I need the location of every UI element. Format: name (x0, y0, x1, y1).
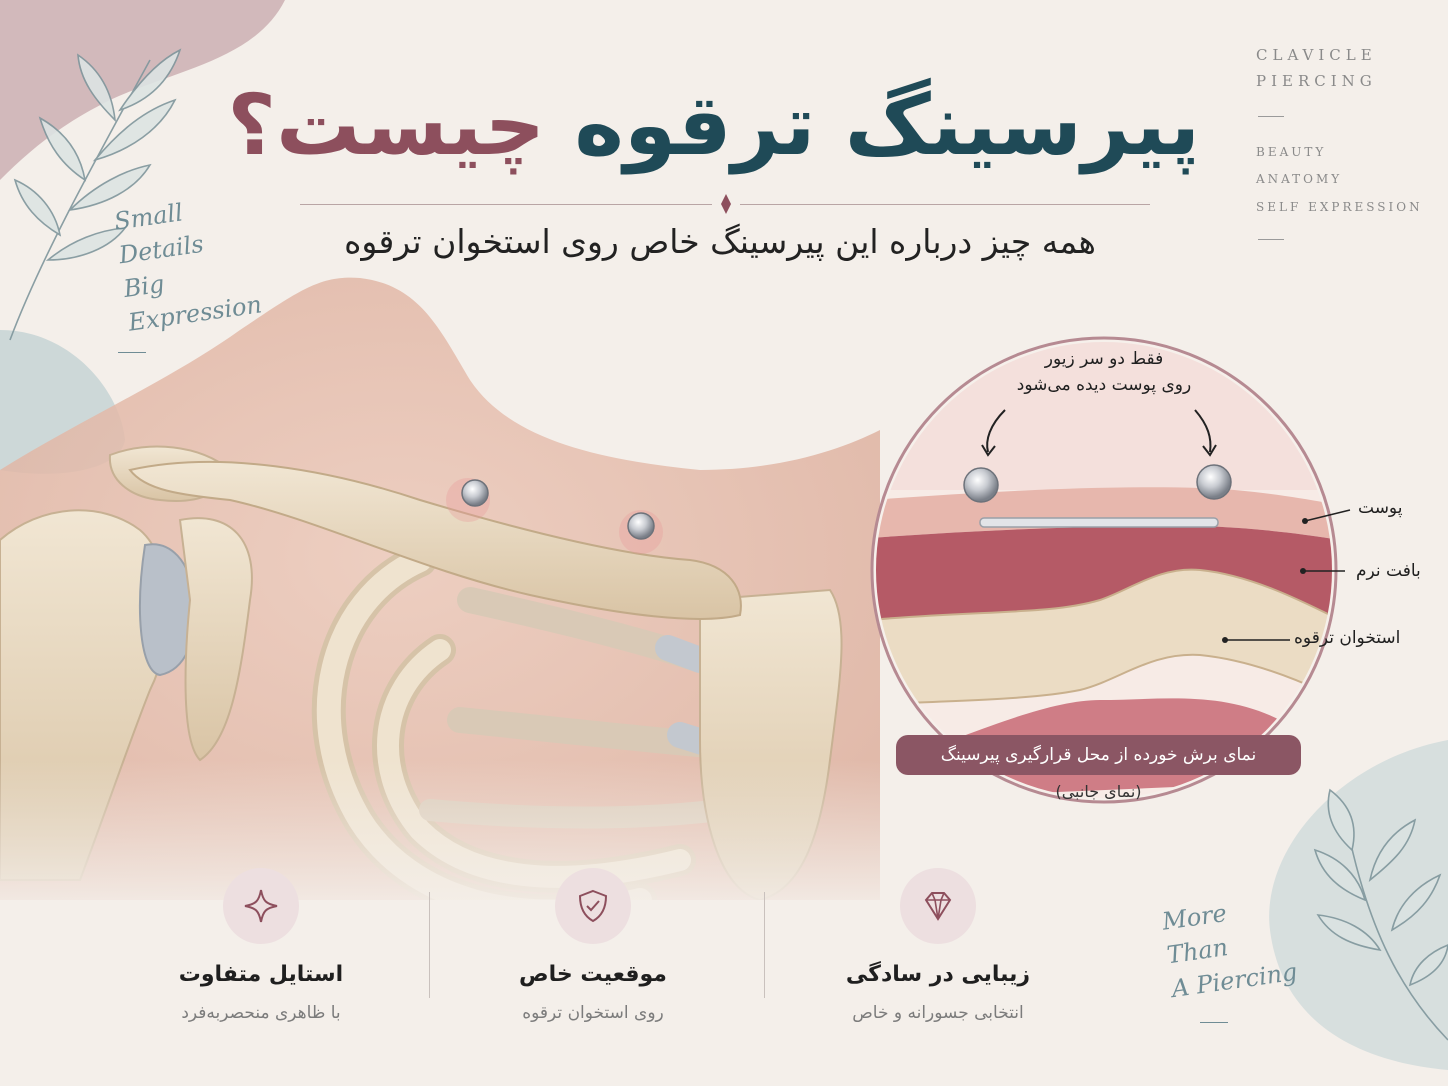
label-soft-tissue: بافت نرم (1356, 561, 1421, 581)
feature-icon-circle (900, 868, 976, 944)
feature-icon-circle (555, 868, 631, 944)
inset-caption: نمای برش خورده از محل قرارگیری پیرسینگ (896, 735, 1301, 775)
feature-title: زیبایی در سادگی (845, 962, 1031, 987)
corner-tag-1: BEAUTY (1256, 145, 1327, 159)
piercing-studs-main (446, 478, 663, 554)
cross-section-inset (870, 336, 1351, 804)
title-divider-left (300, 204, 712, 205)
leaf-branch-top-left (9, 48, 182, 341)
feature-subtitle: انتخابی جسورانه و خاص (852, 1003, 1024, 1023)
corner-tag-2: ANATOMY (1256, 172, 1343, 186)
feature-separator (764, 892, 765, 998)
script-text-right: More Than A Piercing (1160, 887, 1299, 1006)
feature-subtitle: با ظاهری منحصربه‌فرد (181, 1003, 341, 1023)
corner-line-2: PIERCING (1256, 72, 1377, 90)
corner-dash-1 (1258, 116, 1284, 117)
script-text-left: Small Details Big Expression (112, 186, 264, 339)
feature-subtitle: روی استخوان ترقوه (522, 1003, 664, 1023)
script-dash-right (1200, 1022, 1228, 1023)
inset-caption-sub: (نمای جانبی) (1055, 782, 1142, 801)
feature-position: موقعیت خاص روی استخوان ترقوه (468, 868, 718, 1023)
corner-line-1: CLAVICLE (1256, 46, 1377, 64)
clavicle (128, 460, 742, 620)
feature-separator (429, 892, 430, 998)
label-skin: پوست (1358, 498, 1403, 518)
corner-tag-3: SELF EXPRESSION (1256, 200, 1423, 214)
title-part-1: پیرسینگ ترقوه (574, 76, 1200, 174)
callout-line-1: فقط دو سر زیور (1044, 349, 1164, 369)
page-subtitle: همه چیز درباره این پیرسینگ خاص روی استخو… (344, 222, 1096, 261)
page-title: پیرسینگ ترقوه چیست؟ (227, 70, 1200, 180)
feature-beauty: زیبایی در سادگی انتخابی جسورانه و خاص (813, 868, 1063, 1023)
diamond-icon (924, 892, 952, 921)
feature-icon-circle (223, 868, 299, 944)
corner-dash-2 (1258, 239, 1284, 240)
corner-blob-top-left (0, 0, 285, 180)
shield-check-icon (578, 889, 608, 923)
sparkle-icon (244, 889, 278, 923)
label-clavicle: استخوان ترقوه (1294, 628, 1401, 648)
leaf-branch-bottom-right (1313, 788, 1448, 1041)
callout-line-2: روی پوست دیده می‌شود (1016, 375, 1192, 395)
script-dash-left (118, 352, 146, 353)
blob-bottom-right (1269, 740, 1448, 1070)
feature-style: استایل متفاوت با ظاهری منحصربه‌فرد (136, 868, 386, 1023)
inset-callout: فقط دو سر زیور روی پوست دیده می‌شود (984, 346, 1224, 398)
feature-title: استایل متفاوت (178, 962, 344, 987)
scapula (178, 517, 253, 762)
glenoid (139, 543, 197, 677)
feature-title: موقعیت خاص (519, 962, 667, 987)
title-divider-right (740, 204, 1150, 205)
title-part-2: چیست؟ (227, 76, 546, 174)
title-ornament (721, 194, 731, 214)
